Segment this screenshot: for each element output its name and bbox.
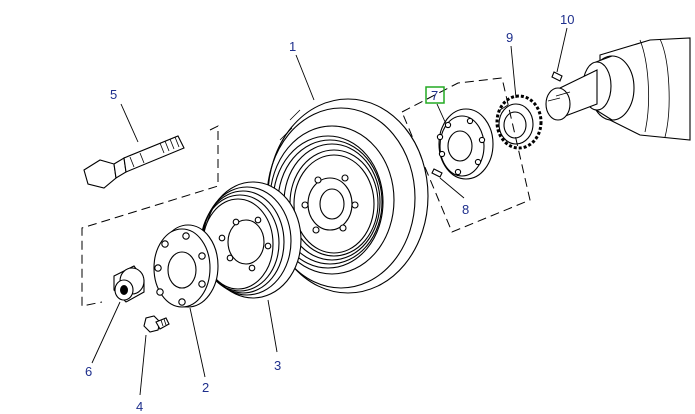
thrust-washer <box>113 265 145 303</box>
pulley <box>200 181 302 299</box>
crankshaft <box>545 37 691 141</box>
callout-2: 2 <box>202 380 209 395</box>
dowel-pin <box>431 168 443 178</box>
callout-6: 6 <box>85 364 92 379</box>
group-outline-5-6 <box>81 125 219 307</box>
crankshaft-hub <box>436 108 494 180</box>
callout-8: 8 <box>462 202 469 217</box>
callout-5: 5 <box>110 87 117 102</box>
crank-sprocket <box>495 94 543 150</box>
spacer-ring <box>153 224 219 308</box>
callout-1: 1 <box>289 39 296 54</box>
callout-3: 3 <box>274 358 281 373</box>
highlighted-callout-box <box>425 86 445 104</box>
woodruff-key <box>551 71 563 82</box>
callout-7: 7 <box>431 88 438 103</box>
crankshaft-bolt <box>83 135 185 189</box>
callout-10: 10 <box>560 12 574 27</box>
callout-4: 4 <box>136 399 143 414</box>
small-bolt <box>143 315 170 333</box>
callout-9: 9 <box>506 30 513 45</box>
group-outline-7-8 <box>401 77 531 233</box>
leader-lines <box>91 27 568 396</box>
